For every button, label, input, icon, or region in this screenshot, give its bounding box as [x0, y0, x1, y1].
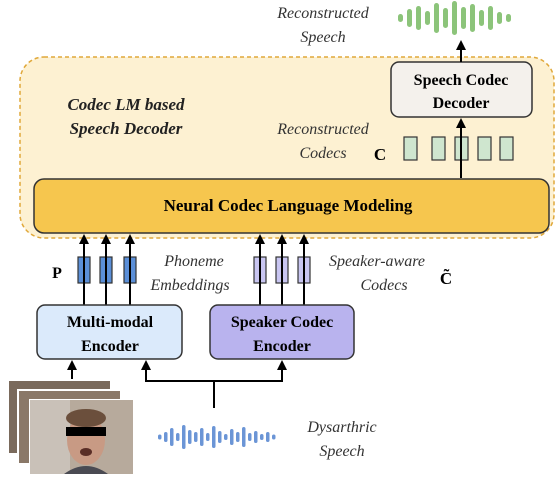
multimodal-encoder-box: [36, 304, 183, 360]
reconstructed-speech-label-line1: Reconstructed: [276, 5, 370, 22]
speaker-aware-label-line2: Codecs: [360, 277, 407, 294]
reconstructed-codecs-label-line1: Reconstructed: [276, 121, 370, 138]
waveform-bar: [479, 10, 484, 26]
waveform-bar: [416, 6, 421, 30]
waveform-bar: [488, 6, 493, 30]
speech-codec-decoder-line1: Speech Codec: [414, 72, 509, 89]
waveform-bar: [272, 434, 276, 440]
waveform-bar: [470, 4, 475, 32]
codec-token: [477, 136, 492, 161]
waveform-bar: [200, 428, 204, 446]
codec-token: [403, 136, 418, 161]
codec-token: [499, 136, 514, 161]
speaker-symbol: C̃: [440, 268, 452, 288]
reconstructed-codecs-label-line2: Codecs: [299, 145, 346, 162]
waveform-bar: [194, 432, 198, 442]
waveform-bar: [407, 9, 412, 27]
phoneme-embedding-tokens: [77, 256, 137, 284]
waveform-bar: [260, 434, 264, 440]
panel-title-line1: Codec LM based: [67, 95, 185, 114]
waveform-bar: [443, 8, 448, 28]
waveform-bar: [461, 7, 466, 29]
waveform-bar: [254, 431, 258, 443]
speaker-codec-encoder-line1: Speaker Codec: [231, 314, 333, 331]
waveform-bar: [158, 434, 162, 440]
waveform-bar: [236, 432, 240, 442]
phoneme-symbol: P: [52, 265, 62, 282]
multimodal-encoder-line2: Encoder: [81, 338, 139, 355]
waveform-bar: [188, 430, 192, 444]
waveform-bar: [434, 3, 439, 33]
phoneme-label-line1: Phoneme: [163, 253, 224, 270]
waveform-bar: [425, 11, 430, 25]
dysarthric-waveform-icon: [158, 425, 276, 449]
waveform-bar: [248, 433, 252, 441]
multimodal-encoder-line1: Multi-modal: [67, 314, 154, 331]
codec-symbol-c: C: [374, 145, 386, 164]
panel-title-line2: Speech Decoder: [70, 119, 183, 138]
reconstructed-speech-label-line2: Speech: [300, 29, 345, 46]
codec-token: [431, 136, 446, 161]
waveform-bar: [242, 427, 246, 447]
arrow-input-to-multimodal-speech: [141, 360, 215, 408]
waveform-bar: [230, 429, 234, 445]
nclm-label: Neural Codec Language Modeling: [164, 196, 413, 215]
arrow-input-to-speaker-encoder: [214, 360, 287, 382]
dysarthric-label-line1: Dysarthric: [306, 419, 376, 436]
waveform-bar: [164, 432, 168, 442]
waveform-bar: [206, 433, 210, 441]
waveform-bar: [176, 433, 180, 441]
speaker-codec-encoder-box: [209, 304, 355, 360]
neural-codec-language-modeling-box: [33, 178, 550, 234]
dysarthric-label-line2: Speech: [319, 443, 364, 460]
waveform-bar: [398, 14, 403, 22]
speaker-aware-label-line1: Speaker-aware: [329, 253, 425, 270]
waveform-bar: [212, 426, 216, 448]
waveform-bar: [224, 434, 228, 440]
waveform-bar: [506, 14, 511, 22]
waveform-bar: [170, 428, 174, 446]
phoneme-label-line2: Embeddings: [149, 277, 229, 294]
waveform-bar: [452, 1, 457, 35]
speaker-codec-encoder-line2: Encoder: [253, 338, 311, 355]
waveform-bar: [218, 431, 222, 443]
waveform-bar: [266, 432, 270, 442]
video-frames-icon: [7, 379, 134, 475]
waveform-bar: [497, 12, 502, 24]
speech-codec-decoder-line2: Decoder: [433, 95, 490, 112]
waveform-bar: [182, 425, 186, 449]
speech-waveform-icon: [398, 1, 511, 35]
